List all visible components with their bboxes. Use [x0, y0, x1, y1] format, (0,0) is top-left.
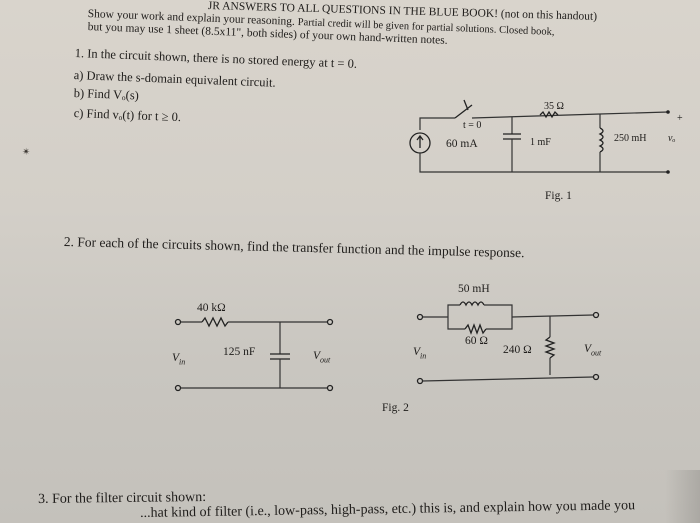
fig2-right-vout-label: Vout [584, 343, 601, 357]
fig2-left-capacitor [270, 353, 290, 360]
margin-mark: ✴ [22, 147, 31, 158]
fig1-res-label: 35 Ω [544, 101, 564, 112]
fig2-left-circuit [174, 316, 334, 392]
fig2-right-resistor-2 [544, 336, 556, 359]
page-shadow [665, 470, 700, 523]
fig2-left-vout-sub: out [320, 355, 331, 365]
fig1-capacitor [503, 133, 521, 140]
fig1-plus-label: + [677, 113, 683, 124]
fig2-right-vin-sub: in [420, 351, 427, 361]
fig2-right-vin-v: V [413, 346, 421, 358]
q3-line-2: ...hat kind of filter (i.e., low-pass, h… [140, 498, 636, 521]
fig1-vout-label: vₒ [668, 133, 676, 144]
fig1-switch-label: t = 0 [463, 120, 482, 131]
fig2-right-vout-sub: out [591, 348, 602, 358]
fig1-resistor [539, 110, 559, 119]
fig1-circuit [409, 99, 670, 174]
fig2-left-vin-v: V [172, 352, 180, 364]
fig2-caption: Fig. 2 [382, 402, 409, 414]
q1-part-c: c) Find vₒ(t) for t ≥ 0. [73, 106, 182, 125]
fig2-right-inductor [459, 301, 485, 307]
q1-title: 1. In the circuit shown, there is no sto… [74, 46, 358, 71]
q1-part-b: b) Find Vₒ(s) [73, 86, 140, 103]
fig2-right-ind-label: 50 mH [458, 283, 490, 295]
fig2-left-vout-v: V [313, 350, 321, 362]
fig2-right-r1-label: 60 Ω [465, 335, 488, 347]
fig2-right-r2-label: 240 Ω [503, 344, 532, 356]
fig1-ind-label: 250 mH [614, 133, 647, 144]
q2-title: 2. For each of the circuits shown, find … [63, 234, 525, 261]
fig2-right-vout-v: V [584, 343, 592, 355]
fig1-cap-label: 1 mF [530, 137, 551, 148]
switch-blade [454, 104, 473, 119]
fig2-left-cap-label: 125 nF [223, 346, 256, 358]
fig2-left-res-label: 40 kΩ [197, 302, 226, 314]
fig2-left-resistor [201, 316, 229, 328]
fig2-left-vin-label: Vin [172, 352, 185, 366]
fig2-right-resistor-1 [464, 323, 487, 335]
fig1-caption: Fig. 1 [545, 190, 572, 202]
fig2-right-vin-label: Vin [413, 346, 426, 360]
fig2-right-circuit [416, 301, 600, 385]
fig1-source-label: 60 mA [446, 138, 478, 150]
fig1-inductor [598, 127, 604, 153]
fig2-left-vout-label: Vout [313, 350, 330, 364]
fig2-left-vin-sub: in [179, 357, 186, 367]
